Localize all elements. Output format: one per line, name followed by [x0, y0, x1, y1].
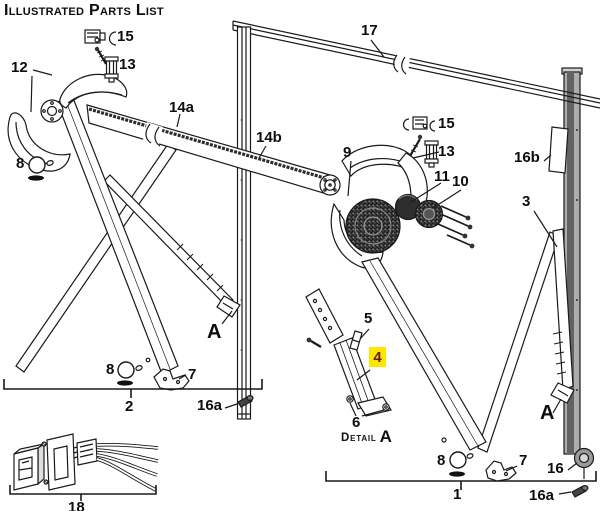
callout-13-right[interactable]: 13 — [438, 143, 455, 160]
callout-4-highlighted[interactable]: 4 — [369, 347, 386, 367]
callout-16b[interactable]: 16b — [514, 149, 540, 166]
callout-8-bottom[interactable]: 8 — [437, 452, 446, 469]
callout-1[interactable]: 1 — [453, 486, 462, 503]
bracket-1-drawing — [325, 451, 597, 498]
callout-8-top[interactable]: 8 — [16, 155, 25, 172]
callout-2[interactable]: 2 — [125, 398, 134, 415]
callout-16[interactable]: 16 — [547, 460, 564, 477]
callout-9[interactable]: 9 — [343, 144, 352, 161]
callout-8-mid[interactable]: 8 — [106, 361, 115, 378]
part-16b-drawing — [543, 126, 569, 174]
roller-tube-drawing — [86, 104, 341, 196]
part-15-13-left-drawing — [84, 29, 119, 83]
callout-15-right[interactable]: 15 — [438, 115, 455, 132]
callout-18[interactable]: 18 — [68, 499, 85, 511]
left-arm-assembly-drawing — [7, 69, 241, 375]
right-rail-drawing — [561, 67, 595, 479]
top-rail-drawing — [232, 20, 600, 109]
callout-12[interactable]: 12 — [11, 59, 28, 76]
detail-caption-letter: A — [379, 427, 393, 446]
detail-view-drawing — [305, 288, 392, 417]
callout-7-right[interactable]: 7 — [519, 452, 528, 469]
callout-16a-left[interactable]: 16a — [197, 397, 223, 414]
bracket-2-drawing — [3, 379, 263, 409]
page-title: Illustrated Parts List — [4, 2, 164, 19]
part-15-13-right-drawing — [402, 116, 440, 168]
callout-15-left[interactable]: 15 — [117, 28, 134, 45]
callout-7-left[interactable]: 7 — [188, 366, 197, 383]
callout-11[interactable]: 11 — [434, 168, 450, 185]
detail-caption: Detail A — [341, 427, 393, 446]
callout-13-left[interactable]: 13 — [119, 56, 136, 73]
callout-6[interactable]: 6 — [352, 414, 361, 431]
detail-caption-prefix: Detail — [341, 432, 377, 445]
callout-5[interactable]: 5 — [364, 310, 373, 327]
detail-marker-a-right: A — [540, 402, 555, 424]
right-arm-assembly-drawing — [361, 210, 575, 453]
left-rail-drawing — [236, 26, 252, 420]
callout-17[interactable]: 17 — [361, 22, 378, 39]
callout-16a-right[interactable]: 16a — [529, 487, 555, 504]
detail-marker-a-left: A — [207, 321, 222, 343]
callout-14a[interactable]: 14a — [169, 99, 195, 116]
foot-7-left-drawing — [117, 361, 190, 391]
callout-10[interactable]: 10 — [452, 173, 469, 190]
callout-14b[interactable]: 14b — [256, 129, 282, 146]
switch-assembly-drawing — [9, 433, 159, 501]
right-hub-assembly-drawing — [330, 144, 475, 269]
callout-3[interactable]: 3 — [522, 193, 531, 210]
fastener-8-top-drawing — [28, 156, 54, 181]
